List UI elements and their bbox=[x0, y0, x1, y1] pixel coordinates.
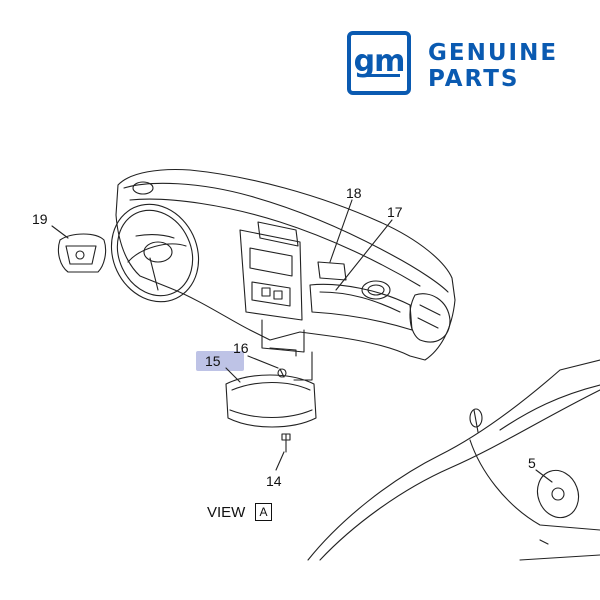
vehicle-silhouette bbox=[307, 359, 600, 561]
gm-logo-letters: gm bbox=[353, 43, 406, 79]
view-label: VIEW bbox=[207, 504, 246, 521]
view-letter-box: A bbox=[255, 503, 272, 521]
callout-17: 17 bbox=[387, 204, 403, 220]
knee-airbag-module bbox=[225, 374, 317, 428]
wordmark-line-genuine: GENUINE bbox=[428, 40, 559, 66]
callout-14: 14 bbox=[266, 473, 282, 489]
callout-19: 19 bbox=[32, 211, 48, 227]
callout-18: 18 bbox=[346, 185, 362, 201]
center-stack bbox=[239, 221, 303, 321]
dashboard-outline bbox=[115, 169, 456, 361]
callout-16: 16 bbox=[233, 340, 249, 356]
callout-5: 5 bbox=[528, 455, 536, 471]
genuine-parts-wordmark: GENUINE PARTS bbox=[428, 40, 558, 92]
bolt-14 bbox=[281, 433, 291, 453]
driver-airbag-module bbox=[57, 233, 107, 273]
part-15-highlight bbox=[196, 351, 244, 371]
fastener-16 bbox=[277, 368, 287, 378]
steering-wheel bbox=[110, 203, 200, 303]
gm-logo-mark: gm bbox=[347, 31, 411, 95]
wordmark-line-parts: PARTS bbox=[428, 66, 520, 92]
callout-15: 15 bbox=[205, 353, 221, 369]
